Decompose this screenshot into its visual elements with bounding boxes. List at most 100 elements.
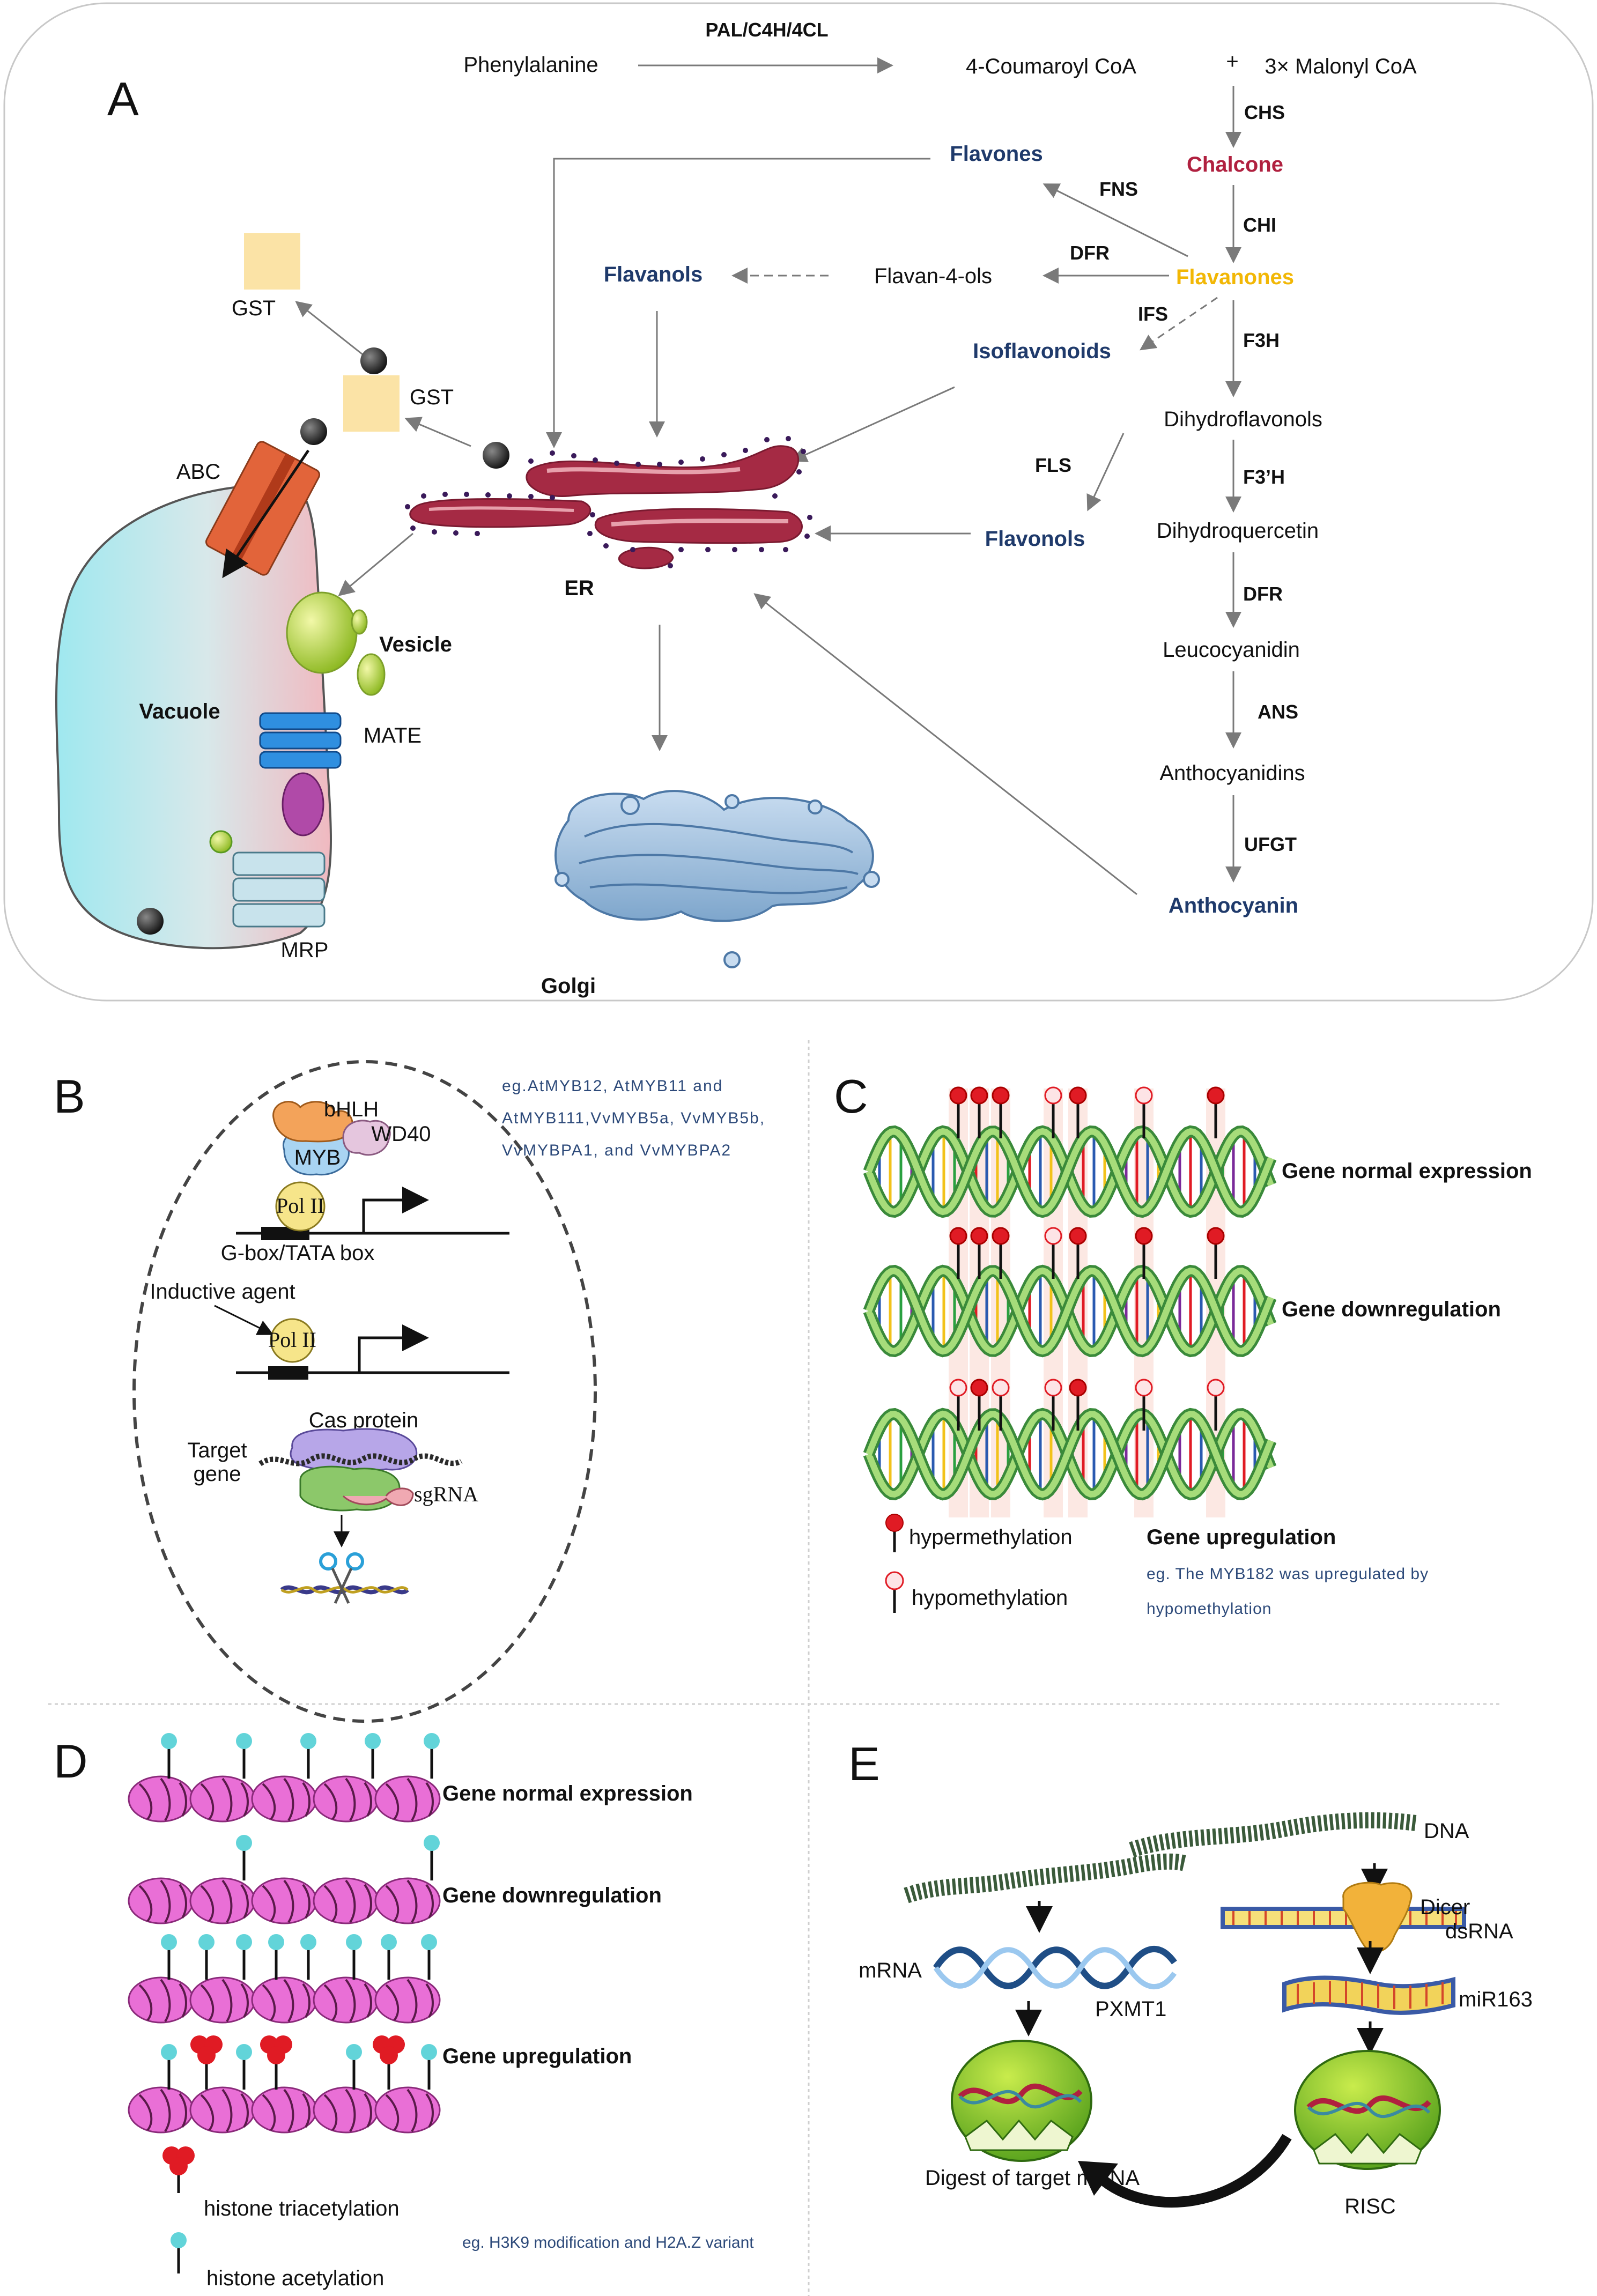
nucleosome-icon <box>251 2086 317 2134</box>
nucleosome-icon <box>374 2086 441 2134</box>
pol-ii-icon-1 <box>275 1181 326 1232</box>
anthocyanidins-label: Anthocyanidins <box>1159 761 1305 785</box>
vesicle-small-icon <box>357 653 386 696</box>
flavanols-label: Flavanols <box>604 263 703 286</box>
panel-e: E DNA mRNA PXMT1 Dicer dsRNA miR163 <box>848 1737 1533 2218</box>
hypermethylation-pin <box>949 1227 967 1279</box>
arrow-to-isoflavonoids-dashed <box>1140 297 1218 351</box>
nucleosome-icon <box>313 1877 379 1924</box>
er-ribosomes <box>405 436 812 568</box>
golgi-organelle <box>554 790 880 968</box>
enzyme-dfr-1: DFR <box>1070 242 1110 264</box>
panel-c-row1-label: Gene normal expression <box>1282 1159 1532 1183</box>
triacetylation-label: histone triacetylation <box>204 2197 400 2220</box>
histone-acetylation-pin <box>421 1934 437 1980</box>
hypermethylation-pin <box>1207 1227 1225 1279</box>
histone-acetylation-pin <box>161 1934 177 1980</box>
panel-b: B Pol II MYB bHLH WD40 G-box/TATA box In… <box>54 1060 764 1723</box>
inductive-agent-label: Inductive agent <box>150 1280 295 1303</box>
panel-d: D Gene normal expression Gene downregula… <box>54 1733 754 2290</box>
nucleosome-icon <box>189 2086 256 2134</box>
histone-triacetylation-pin <box>260 2035 292 2090</box>
enzyme-ifs: IFS <box>1138 303 1168 325</box>
hypomethylation-pin <box>1044 1379 1062 1431</box>
nucleosome-icon <box>374 1877 441 1924</box>
acetylation-label: histone acetylation <box>206 2267 384 2290</box>
sgrna-icon <box>342 1487 414 1506</box>
arrow-abc-into-vacuole <box>222 449 310 579</box>
gst-box-top <box>244 233 300 290</box>
hypermethylation-pin <box>970 1227 988 1279</box>
dna-helix <box>863 1264 1277 1358</box>
panel-b-example-line-1: eg.AtMYB12, AtMYB11 and <box>502 1077 723 1095</box>
mrp-transporter <box>232 851 326 928</box>
histone-acetylation-pin <box>365 1733 381 1779</box>
legend-hypermethylation: hypermethylation <box>885 1514 1073 1552</box>
enzyme-dfr-2: DFR <box>1243 583 1283 605</box>
hypermethylation-pin <box>1069 1379 1087 1431</box>
arrow-to-flavones <box>1043 183 1188 257</box>
gst-label-top: GST <box>232 297 276 320</box>
hypomethylation-pin <box>1135 1379 1153 1431</box>
dihydroflavonols-label: Dihydroflavonols <box>1164 408 1322 431</box>
enzyme-fls: FLS <box>1035 454 1071 476</box>
histone-acetylation-pin <box>424 1733 440 1779</box>
gst-box-bottom <box>343 375 400 432</box>
golgi-label: Golgi <box>541 974 596 998</box>
dna-strand-left <box>904 1853 1187 1904</box>
cas-lower-icon <box>299 1465 401 1512</box>
enzyme-chs: CHS <box>1244 101 1285 123</box>
mir163-rungs <box>1297 1981 1444 2009</box>
legend-triacetylation: histone triacetylation <box>162 2146 400 2220</box>
panel-a: A PAL/C4H/4CL Phenylalanine 4-Coumaroyl … <box>3 2 1594 1002</box>
dna-strand-right <box>1129 1812 1417 1858</box>
hypomethylation-label: hypomethylation <box>912 1586 1068 1610</box>
dihydroquercetin-label: Dihydroquercetin <box>1157 519 1319 543</box>
histone-acetylation-pin <box>161 1733 177 1779</box>
dsrna-label: dsRNA <box>1445 1920 1513 1943</box>
hypermethylation-pin <box>1069 1227 1087 1279</box>
panel-b-example-line-3: VvMYBPA1, and VvMYBPA2 <box>502 1142 731 1159</box>
histone-triacetylation-pin <box>190 2035 223 2090</box>
hypermethylation-pin <box>992 1227 1010 1279</box>
enzyme-ans: ANS <box>1258 701 1298 723</box>
dicer-label: Dicer <box>1420 1895 1470 1919</box>
histone-acetylation-pin <box>236 1733 252 1779</box>
pol-ii-label-1: Pol II <box>276 1194 324 1218</box>
panel-d-row3-label: Gene upregulation <box>442 2045 632 2068</box>
nucleosome-icon <box>374 1775 441 1823</box>
nucleosome-icon <box>189 1976 256 2024</box>
scissors-icon <box>319 1552 364 1604</box>
panel-d-row1-label: Gene normal expression <box>442 1782 693 1805</box>
vesicle-tiny-icon <box>209 830 233 854</box>
cas-protein-icon <box>290 1428 418 1472</box>
flavones-label: Flavones <box>950 142 1043 166</box>
mir163-label: miR163 <box>1459 1988 1533 2011</box>
anthocyanin-label: Anthocyanin <box>1169 894 1298 917</box>
mir163-strand <box>1282 1975 1455 2015</box>
vacuole-label: Vacuole <box>139 700 220 723</box>
enzyme-ufgt: UFGT <box>1244 833 1297 855</box>
promoter-block-2 <box>268 1366 308 1380</box>
hypermethylation-pin <box>1135 1227 1153 1279</box>
nucleus-outline <box>132 1060 597 1723</box>
histone-acetylation-pin <box>424 1835 440 1880</box>
flavonols-label: Flavonols <box>985 527 1085 551</box>
nucleosome-icon <box>313 1976 379 2024</box>
nucleosome-icon <box>128 2086 194 2134</box>
er-label: ER <box>564 576 594 600</box>
panel-b-letter: B <box>54 1070 85 1123</box>
hypermethylation-pin <box>949 1086 967 1138</box>
nucleosome-icon <box>374 1976 441 2024</box>
nucleosome-row <box>128 1733 441 1823</box>
pxmt1-label: PXMT1 <box>1095 1997 1166 2021</box>
arrow-isoflavonoids-to-er <box>790 386 955 462</box>
nucleosome-icon <box>251 1976 317 2024</box>
histone-acetylation-pin <box>346 1934 362 1980</box>
panel-a-letter: A <box>107 72 139 125</box>
bhlh-label: bHLH <box>324 1098 379 1121</box>
curved-arrow-risc-to-digest <box>1096 2134 1292 2208</box>
nucleosome-row <box>128 1835 441 1924</box>
histone-acetylation-pin <box>381 1934 397 1980</box>
panel-c: C Gene normal expression Gene downregula… <box>834 1070 1532 1618</box>
